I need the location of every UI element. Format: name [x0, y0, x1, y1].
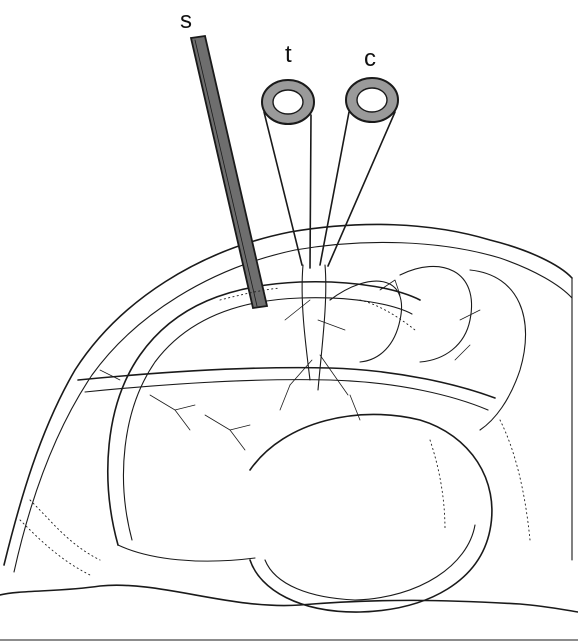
label-t: t: [285, 41, 292, 68]
hippocampal-arc: [108, 282, 420, 561]
pipette-c: [320, 78, 398, 266]
stimulating-electrode: [191, 36, 267, 308]
pipette-t: [262, 80, 314, 268]
label-c: c: [364, 45, 376, 72]
thalamus-region: [250, 414, 492, 612]
right-lobes: [330, 266, 526, 430]
stipple-texture: [20, 288, 530, 575]
brain-outline: [0, 224, 578, 640]
label-s: s: [180, 7, 192, 34]
vessel-branches: [100, 265, 480, 450]
